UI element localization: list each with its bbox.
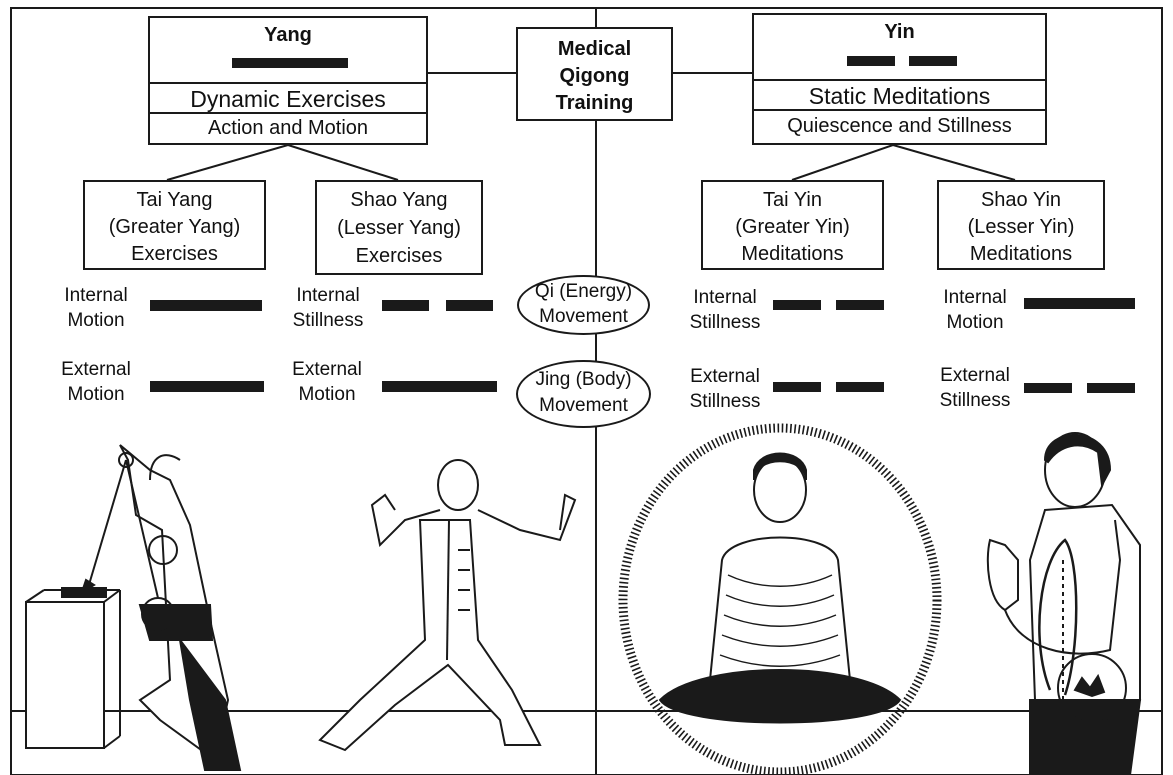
- shao-yin-external-l1: External: [940, 365, 1010, 386]
- tai-yin-internal-broken-left: [773, 300, 821, 310]
- yang-divider-2: [150, 112, 426, 114]
- yin-static-meditations: Static Meditations: [808, 83, 991, 109]
- qi-line-2: Movement: [539, 306, 628, 327]
- qi-line-1: Qi (Energy): [534, 281, 633, 302]
- outer-frame: [10, 7, 1163, 775]
- shao-yang-line-3: Exercises: [355, 245, 443, 267]
- seated-meditation-illustration: [618, 423, 942, 775]
- standing-meditation-illustration: [986, 432, 1142, 775]
- pedestal: [25, 601, 105, 749]
- shao-yang-external-solid-line: [382, 381, 497, 392]
- shao-yang-box: Shao Yang (Lesser Yang) Exercises: [315, 180, 483, 275]
- tai-yin-internal-l2: Stillness: [689, 312, 761, 333]
- shao-yin-internal-solid-line: [1024, 298, 1135, 309]
- shao-yin-internal-l2: Motion: [946, 312, 1004, 333]
- yang-divider-1: [150, 82, 426, 84]
- center-line-2: Qigong: [559, 65, 630, 87]
- shao-yin-external-broken-right: [1087, 383, 1135, 393]
- branch-shao-yang: [287, 144, 399, 181]
- tai-chi-figure-illustration: [318, 459, 577, 752]
- shao-yang-line-2: (Lesser Yang): [337, 217, 461, 239]
- tai-yin-line-2: (Greater Yin): [735, 216, 850, 238]
- branch-tai-yang: [166, 144, 289, 181]
- tai-yang-internal-l1: Internal: [64, 285, 128, 306]
- shao-yang-internal-l2: Stillness: [292, 310, 364, 331]
- shao-yin-external-l2: Stillness: [939, 390, 1011, 411]
- yang-solid-line: [232, 58, 348, 68]
- tai-yin-line-1: Tai Yin: [763, 189, 822, 211]
- tai-yang-internal-l2: Motion: [67, 310, 125, 331]
- shao-yin-line-2: (Lesser Yin): [967, 216, 1075, 238]
- qi-movement-oval: Qi (Energy) Movement: [517, 275, 650, 335]
- shao-yin-line-1: Shao Yin: [980, 189, 1062, 211]
- shao-yang-line-1: Shao Yang: [350, 189, 448, 211]
- yang-action-motion: Action and Motion: [207, 117, 369, 139]
- branch-tai-yin: [791, 144, 894, 181]
- tai-yin-line-3: Meditations: [741, 243, 844, 265]
- yin-broken-line-right: [909, 56, 957, 66]
- shao-yin-internal-label: Internal Motion: [930, 285, 1020, 335]
- tai-yin-box: Tai Yin (Greater Yin) Meditations: [701, 180, 884, 270]
- jing-line-1: Jing (Body): [535, 369, 632, 390]
- jing-movement-oval: Jing (Body) Movement: [516, 360, 651, 428]
- tai-yin-external-l1: External: [690, 366, 760, 387]
- tai-yang-external-l2: Motion: [67, 384, 125, 405]
- yang-standing-figure-illustration: [25, 444, 242, 771]
- shao-yang-internal-broken-left: [382, 300, 429, 311]
- yin-divider-1: [754, 79, 1045, 81]
- yang-box: Yang Dynamic Exercises Action and Motion: [148, 16, 428, 145]
- tai-yin-external-broken-right: [836, 382, 884, 392]
- shao-yin-internal-l1: Internal: [943, 287, 1007, 308]
- tai-yang-internal-solid-line: [150, 300, 262, 311]
- shao-yang-external-l2: Motion: [298, 384, 356, 405]
- branch-shao-yin: [892, 144, 1016, 181]
- tai-yin-external-broken-left: [773, 382, 821, 392]
- medical-qigong-box: Medical Qigong Training: [516, 27, 673, 121]
- yin-quiescence-stillness: Quiescence and Stillness: [787, 115, 1012, 137]
- tai-yin-internal-broken-right: [836, 300, 884, 310]
- center-line-1: Medical: [557, 38, 632, 60]
- shao-yang-external-label: External Motion: [280, 357, 374, 407]
- tai-yang-internal-label: Internal Motion: [50, 283, 142, 333]
- tai-yang-line-3: Exercises: [131, 243, 218, 265]
- yin-broken-line-left: [847, 56, 895, 66]
- tai-yin-internal-l1: Internal: [693, 287, 757, 308]
- tai-yang-external-solid-line: [150, 381, 264, 392]
- shao-yin-line-3: Meditations: [969, 243, 1073, 265]
- shao-yang-internal-label: Internal Stillness: [282, 283, 374, 333]
- tai-yang-line-2: (Greater Yang): [108, 216, 241, 238]
- shao-yang-internal-broken-right: [446, 300, 493, 311]
- shao-yin-box: Shao Yin (Lesser Yin) Meditations: [937, 180, 1105, 270]
- jing-line-2: Movement: [539, 395, 628, 416]
- shao-yang-external-l1: External: [292, 359, 362, 380]
- tai-yin-internal-label: Internal Stillness: [680, 285, 770, 335]
- tai-yin-external-label: External Stillness: [680, 364, 770, 414]
- yin-title: Yin: [884, 21, 915, 43]
- tai-yang-line-1: Tai Yang: [136, 189, 213, 211]
- yin-box: Yin Static Meditations Quiescence and St…: [752, 13, 1047, 145]
- shao-yin-external-label: External Stillness: [930, 363, 1020, 413]
- yin-divider-2: [754, 109, 1045, 111]
- tai-yang-external-l1: External: [61, 359, 131, 380]
- shao-yin-external-broken-left: [1024, 383, 1072, 393]
- tai-yin-external-l2: Stillness: [689, 391, 761, 412]
- tai-yang-external-label: External Motion: [50, 357, 142, 407]
- tai-yang-box: Tai Yang (Greater Yang) Exercises: [83, 180, 266, 270]
- shao-yang-internal-l1: Internal: [296, 285, 360, 306]
- center-line-3: Training: [555, 92, 634, 114]
- yang-dynamic-exercises: Dynamic Exercises: [190, 86, 386, 112]
- yang-title: Yang: [264, 24, 312, 46]
